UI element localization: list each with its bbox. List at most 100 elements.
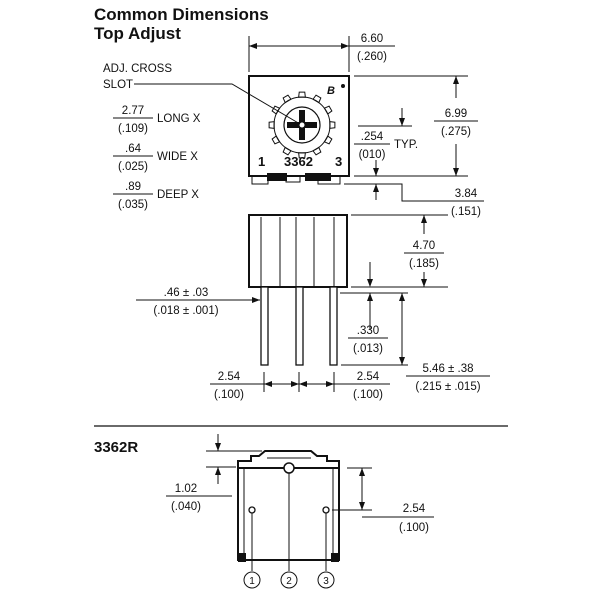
standoff-leader	[344, 183, 484, 202]
body-height-in: (.185)	[409, 258, 439, 270]
side-pin-1	[260, 286, 269, 366]
adjuster-rotor	[268, 91, 336, 159]
arrowhead	[367, 279, 373, 287]
arrowhead	[421, 215, 427, 223]
arrowhead	[373, 168, 379, 176]
pin1-dot	[341, 84, 345, 88]
title-line-2: Top Adjust	[94, 24, 181, 43]
pin-length-in: (.215 ± .015)	[415, 381, 480, 393]
arrowhead	[399, 357, 405, 365]
arrowhead	[299, 381, 307, 387]
arrowhead	[291, 381, 299, 387]
slot-long-dim: 2.77 (.109) LONG X	[113, 105, 201, 135]
width-mm: 6.60	[361, 33, 383, 45]
rotor-center	[299, 122, 305, 128]
offset-typ-label: TYP.	[394, 139, 418, 151]
slot-deep-dim: .89 (.035) DEEP X	[113, 181, 199, 211]
pin-dia-mm: .46 ± .03	[164, 287, 209, 299]
standoff-dim: 3.84 (.151)	[344, 183, 484, 218]
arrowhead	[326, 381, 334, 387]
rotor-tooth	[329, 121, 336, 129]
arrowhead	[359, 468, 365, 476]
r-foot-right	[331, 553, 339, 562]
r-pitch-dim: 2.54 (.100)	[332, 467, 434, 534]
pin-length-mm: 5.46 ± .38	[422, 363, 473, 375]
r-pitch-mm: 2.54	[403, 503, 426, 515]
top-foot-left	[251, 176, 269, 185]
offset-mm: .254	[361, 131, 384, 143]
side-pin-2	[295, 286, 304, 366]
body-height-dim: 4.70 (.185)	[351, 214, 448, 288]
r-offset-dim: 1.02 (.040)	[166, 434, 262, 513]
slot-deep-in: (.035)	[118, 199, 148, 211]
r-wiper-hole	[283, 462, 295, 474]
pin-2-marker	[280, 571, 298, 589]
height-dim: 6.99 (.275)	[354, 75, 478, 177]
pin-3-number: 3	[323, 576, 329, 587]
brand-logo: B	[327, 85, 335, 97]
pin1-label: 1	[258, 154, 265, 169]
pitch-dims: 2.54 (.100) 2.54 (.100)	[210, 371, 390, 401]
seat-in: (.013)	[353, 343, 383, 355]
r-pin-1-dot	[248, 506, 256, 514]
arrowhead	[399, 293, 405, 301]
top-view: B 1 3362 3 ADJ. CROSS SLOT 2.77 (.109) L…	[103, 33, 484, 218]
slot-wide-label: WIDE X	[157, 151, 198, 163]
slot-deep-mm: .89	[125, 181, 141, 193]
r-offset-mm: 1.02	[175, 483, 197, 495]
slot-long-in: (.109)	[118, 123, 148, 135]
width-in: (.260)	[357, 51, 387, 63]
section-3362r-title: 3362R	[94, 439, 138, 456]
side-body-outline	[248, 214, 348, 288]
rotor-outer-ring	[273, 96, 331, 154]
seat-dim: .330 (.013)	[340, 262, 388, 355]
pitch-left-in: (.100)	[214, 389, 244, 401]
pin-2-number: 2	[286, 576, 292, 587]
title-line-1: Common Dimensions	[94, 5, 269, 24]
pitch-right-in: (.100)	[353, 389, 383, 401]
pin-dia-in: (.018 ± .001)	[153, 305, 218, 317]
side-view: 4.70 (.185) .46 ± .03 (.018 ± .001) .330…	[136, 214, 490, 401]
standoff-in: (.151)	[451, 206, 481, 218]
body-height-mm: 4.70	[413, 240, 435, 252]
arrowhead	[399, 118, 405, 126]
pin-1-marker	[243, 571, 261, 589]
adj-slot-leader	[134, 83, 301, 125]
arrowhead	[215, 443, 221, 451]
rotor-tooth	[298, 91, 306, 98]
pin-1-number: 1	[249, 576, 255, 587]
arrowhead	[341, 43, 349, 49]
slot-long-label: LONG X	[157, 113, 201, 125]
height-in: (.275)	[441, 126, 471, 138]
top-foot-block-right	[305, 173, 331, 181]
arrowhead	[421, 279, 427, 287]
pitch-left-mm: 2.54	[218, 371, 241, 383]
slot-long-mm: 2.77	[122, 105, 144, 117]
r-pitch-in: (.100)	[399, 522, 429, 534]
seat-mm: .330	[357, 325, 379, 337]
pin3-label: 3	[335, 154, 342, 169]
standoff-mm: 3.84	[455, 188, 478, 200]
rotor-tooth	[268, 121, 275, 129]
slot-wide-in: (.025)	[118, 161, 148, 173]
side-pin-3	[329, 286, 338, 366]
r-view: 1 2 3 1.02 (.040) 2.54 (.100)	[166, 434, 434, 589]
arrowhead	[373, 184, 379, 192]
arrowhead	[367, 293, 373, 301]
arrowhead	[453, 76, 459, 84]
r-top-profile	[237, 450, 340, 468]
slot-wide-dim: .64 (.025) WIDE X	[113, 143, 198, 173]
slot-deep-label: DEEP X	[157, 189, 199, 201]
arrowhead	[359, 502, 365, 510]
pin-length-dim: 5.46 ± .38 (.215 ± .015)	[341, 292, 490, 393]
pin-dia-dim: .46 ± .03 (.018 ± .001)	[136, 287, 260, 317]
adj-slot-label-2: SLOT	[103, 79, 133, 91]
pin-3-marker	[317, 571, 335, 589]
arrowhead	[264, 381, 272, 387]
pitch-right-mm: 2.54	[357, 371, 380, 383]
r-offset-in: (.040)	[171, 501, 201, 513]
offset-in: (010)	[359, 149, 386, 161]
adj-slot-label-1: ADJ. CROSS	[103, 63, 172, 75]
